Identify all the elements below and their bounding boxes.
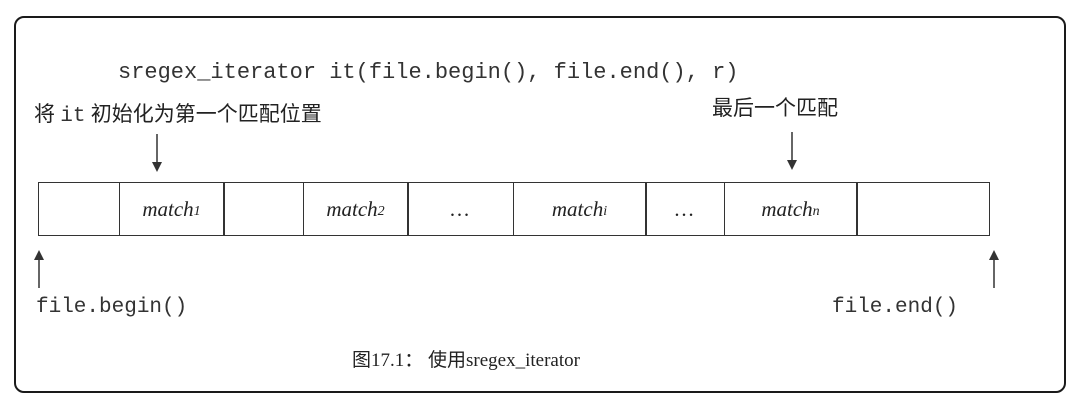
match-text: match <box>142 196 194 221</box>
sequence-cell-blank <box>856 182 990 236</box>
label-file-end: file.end() <box>832 296 959 319</box>
arrow-up-end-icon <box>989 250 999 288</box>
label-init-post: 初始化为第一个匹配位置 <box>85 102 322 126</box>
match-subscript: 1 <box>193 204 201 219</box>
label-last-match: 最后一个匹配 <box>712 96 838 120</box>
arrow-up-begin-icon <box>34 250 44 288</box>
match-subscript: n <box>812 204 820 219</box>
sequence-cell-blank <box>38 182 120 236</box>
label-init-pre: 将 <box>34 102 61 126</box>
arrow-down-first-match-icon <box>152 134 162 172</box>
match-subscript: i <box>603 204 608 219</box>
sequence-cell-blank <box>223 182 304 236</box>
sequence-cell-ellipsis: … <box>645 182 725 236</box>
match-text: match <box>326 196 378 221</box>
arrow-down-last-match-icon <box>787 132 797 170</box>
code-line: sregex_iterator it(file.begin(), file.en… <box>118 60 739 85</box>
match-subscript: 2 <box>377 204 385 219</box>
match-text: match <box>551 196 604 221</box>
match-text: match <box>761 196 813 221</box>
sequence-cell-ellipsis: … <box>407 182 514 236</box>
figure-caption: 图17.1： 使用sregex_iterator <box>352 350 580 371</box>
label-init-position: 将 it 初始化为第一个匹配位置 <box>34 98 322 128</box>
label-file-begin: file.begin() <box>36 296 188 319</box>
figure-frame <box>14 16 1066 393</box>
label-init-code: it <box>60 105 86 128</box>
